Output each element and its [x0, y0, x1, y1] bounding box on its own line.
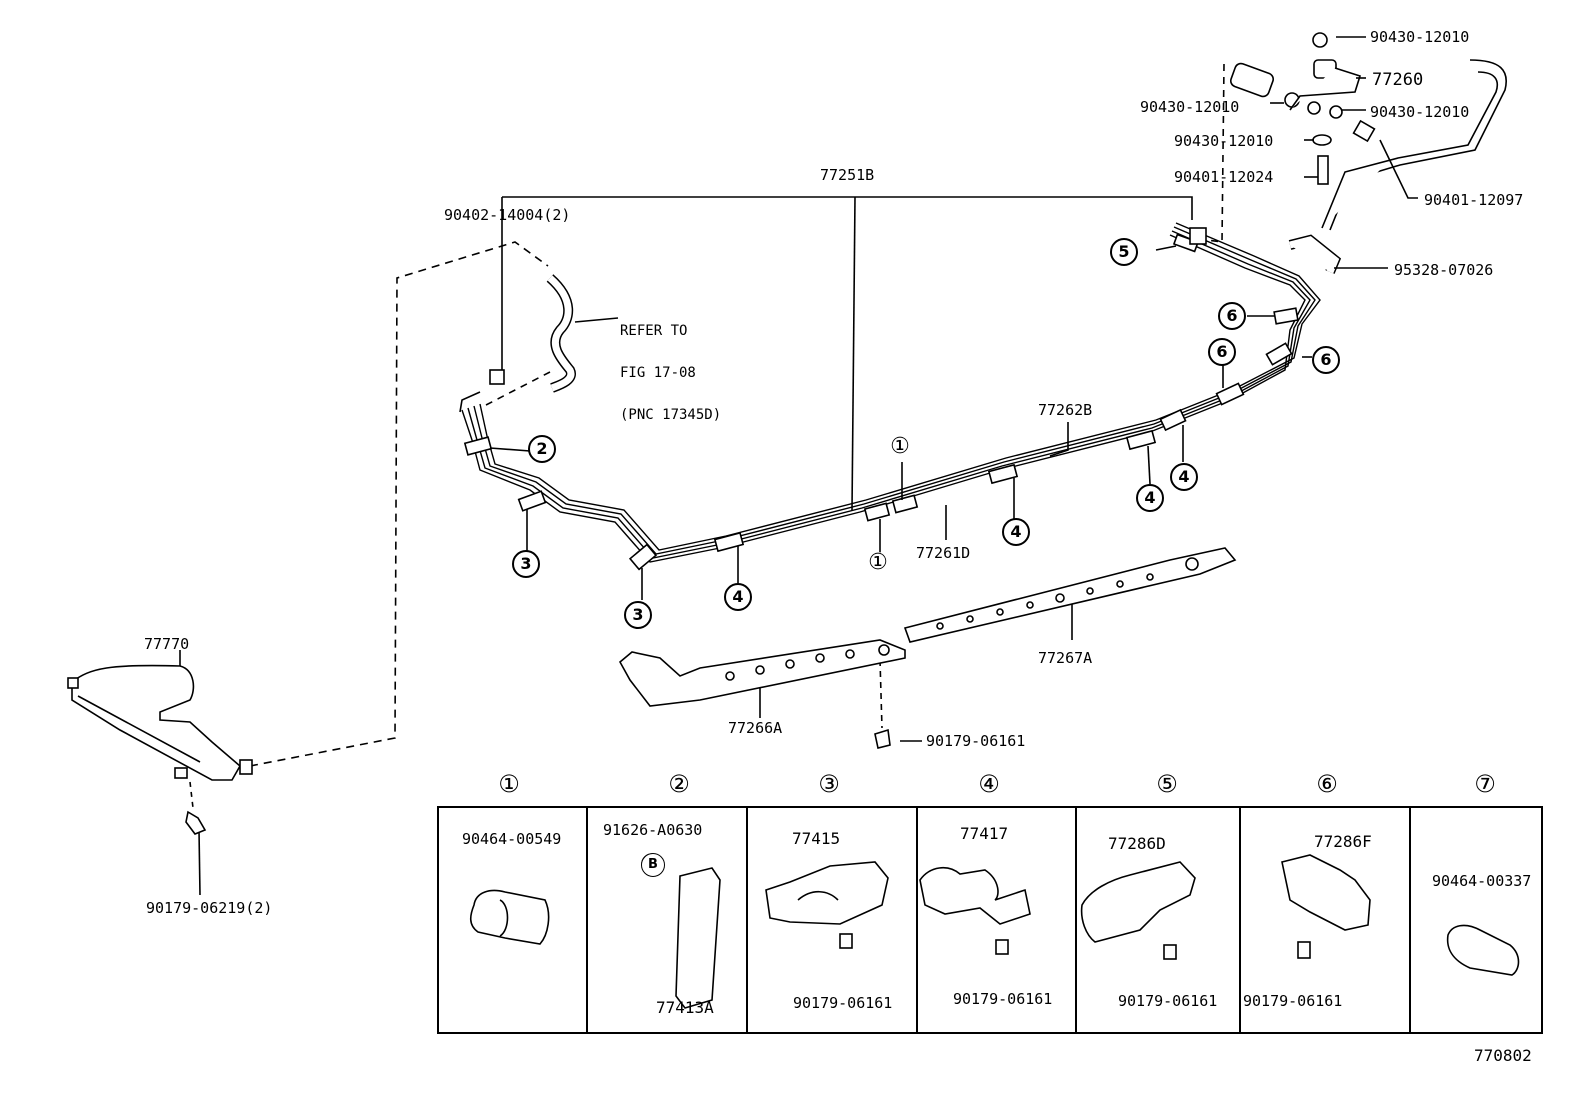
dashed-link-bolt — [879, 659, 883, 729]
detail-2-badge: B — [641, 853, 665, 877]
detail-1-part: 90464-00549 — [462, 830, 562, 848]
drawing-number: 770802 — [1474, 1046, 1532, 1065]
detail-header-4: ④ — [978, 770, 1000, 798]
cover-77770-edge — [77, 695, 201, 763]
detail-header-5: ⑤ — [1156, 770, 1178, 798]
label-77267A: 77267A — [1038, 649, 1093, 667]
cover-77770-tab — [67, 677, 79, 689]
callout-4[interactable]: 4 — [724, 583, 752, 611]
label-77266A: 77266A — [728, 719, 783, 737]
detail-cell-5 — [1077, 808, 1241, 1032]
label-90430-12010-right: 90430-12010 — [1370, 103, 1470, 121]
callout-3[interactable]: 3 — [624, 601, 652, 629]
detail-4-part-a: 77417 — [960, 824, 1009, 843]
label-90179-06219: 90179-06219(2) — [146, 899, 273, 917]
detail-3-part-b: 90179-06161 — [793, 994, 893, 1012]
detail-2-part-a: 91626-A0630 — [603, 821, 703, 839]
detail-header-2: ② — [668, 770, 690, 798]
front-grommet — [489, 369, 505, 385]
detail-cell-6 — [1241, 808, 1411, 1032]
detail-header-3: ③ — [818, 770, 840, 798]
detail-illustrations — [469, 853, 1520, 1009]
dashed-link-77770 — [249, 241, 549, 767]
label-77262B: 77262B — [1038, 401, 1093, 419]
label-95328-07026: 95328-07026 — [1394, 261, 1494, 279]
label-90430-12010-left: 90430-12010 — [1140, 98, 1240, 116]
refer-note: REFER TO FIG 17-08 (PNC 17345D) — [620, 296, 721, 450]
label-90401-12024: 90401-12024 — [1174, 168, 1274, 186]
detail-table — [437, 806, 1543, 1034]
callout-6[interactable]: 6 — [1218, 302, 1246, 330]
filler-hose-inner — [547, 275, 575, 392]
protector-77266A-holes — [725, 644, 890, 681]
label-77260: 77260 — [1372, 70, 1424, 90]
line-clamps[interactable] — [463, 233, 1299, 571]
fuel-line-bundle — [461, 222, 1321, 563]
callout-6[interactable]: 6 — [1208, 338, 1236, 366]
callout-6[interactable]: 6 — [1312, 346, 1340, 374]
label-90402-14004: 90402-14004(2) — [444, 206, 571, 224]
callout-4[interactable]: 4 — [1170, 463, 1198, 491]
detail-cell-2 — [588, 808, 748, 1032]
label-90430-12010-mid: 90430-12010 — [1174, 132, 1274, 150]
cover-77770-tab — [239, 759, 253, 775]
leader-77251B — [501, 196, 1193, 511]
detail-cell-1 — [439, 808, 588, 1032]
callout-3[interactable]: 3 — [512, 550, 540, 578]
detail-5-part-b: 90179-06161 — [1118, 992, 1218, 1010]
detail-cell-3 — [748, 808, 918, 1032]
detail-4-part-b: 90179-06161 — [953, 990, 1053, 1008]
detail-header-6: ⑥ — [1316, 770, 1338, 798]
part-leaders — [179, 36, 1418, 896]
bolt-90179-06219 — [185, 810, 207, 835]
callout-1[interactable]: ① — [867, 550, 889, 575]
detail-5-part-a: 77286D — [1108, 834, 1166, 853]
dashed-link-bottom — [189, 781, 194, 809]
detail-6-part-b: 90179-06161 — [1243, 992, 1343, 1010]
refer-leader — [574, 317, 619, 323]
cover-77770-tab — [174, 767, 188, 779]
label-90430-12010-top: 90430-12010 — [1370, 28, 1470, 46]
label-77261D: 77261D — [916, 544, 971, 562]
bolt-90179-06161 — [874, 728, 891, 749]
label-90401-12097: 90401-12097 — [1424, 191, 1524, 209]
rear-components — [1189, 32, 1507, 274]
label-90179-06161: 90179-06161 — [926, 732, 1026, 750]
label-77770: 77770 — [144, 635, 190, 653]
front-line-end — [459, 391, 481, 413]
detail-3-part-a: 77415 — [792, 829, 841, 848]
detail-2-part-b: 77413A — [656, 998, 714, 1017]
label-77251B: 77251B — [820, 166, 875, 184]
refer-note-line: REFER TO — [620, 323, 688, 339]
dashed-link-top — [1206, 63, 1225, 243]
protector-77267A-holes — [936, 557, 1199, 630]
detail-cell-4 — [918, 808, 1077, 1032]
callout-4[interactable]: 4 — [1002, 518, 1030, 546]
callout-5[interactable]: 5 — [1110, 238, 1138, 266]
detail-7-part: 90464-00337 — [1432, 872, 1532, 890]
callout-4[interactable]: 4 — [1136, 484, 1164, 512]
protector-77267A[interactable] — [903, 547, 1237, 643]
detail-header-1: ① — [498, 770, 520, 798]
detail-header-7: ⑦ — [1474, 770, 1496, 798]
callout-2[interactable]: 2 — [528, 435, 556, 463]
detail-cell-7 — [1411, 808, 1543, 1032]
refer-note-line: (PNC 17345D) — [620, 407, 722, 423]
callout-1[interactable]: ① — [889, 434, 911, 459]
cover-77770[interactable] — [71, 664, 242, 781]
refer-note-line: FIG 17-08 — [620, 365, 696, 381]
detail-6-part-a: 77286F — [1314, 832, 1372, 851]
